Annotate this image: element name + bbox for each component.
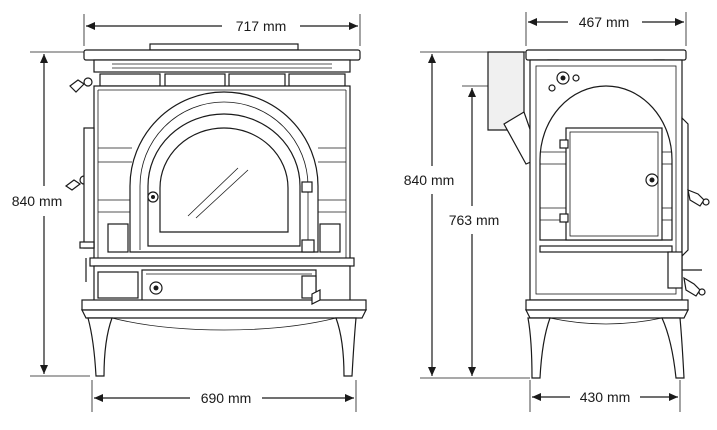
side-height-label: 840 mm (404, 172, 455, 188)
front-view: 717 mm 840 mm 690 mm (12, 14, 367, 412)
front-height-dimension: 840 mm (12, 51, 90, 377)
front-base-width-label: 690 mm (201, 390, 252, 406)
side-base-dimension: 430 mm (529, 380, 681, 412)
left-air-control-upper-icon (69, 77, 93, 93)
side-air-control-upper-icon (687, 189, 710, 207)
front-stove-body (64, 43, 367, 377)
side-base-depth-label: 430 mm (580, 389, 631, 405)
side-air-control-lower-icon (683, 276, 706, 297)
side-flue-height-label: 763 mm (449, 212, 500, 228)
side-view: 467 mm 840 mm 763 mm 430 mm (404, 12, 710, 412)
side-right-leg (661, 317, 685, 379)
front-height-label: 840 mm (12, 193, 63, 209)
front-right-leg (335, 317, 357, 377)
side-top-dimension: 467 mm (525, 12, 687, 46)
side-stove-body (487, 49, 710, 379)
side-top-depth-label: 467 mm (579, 14, 630, 30)
front-base-dimension: 690 mm (91, 380, 357, 412)
right-air-control-icon (311, 289, 321, 305)
front-left-leg (87, 317, 113, 377)
side-left-leg (527, 317, 551, 379)
front-top-width-label: 717 mm (236, 18, 287, 34)
front-top-dimension: 717 mm (83, 14, 361, 46)
side-height-dimension: 840 mm (404, 51, 530, 379)
